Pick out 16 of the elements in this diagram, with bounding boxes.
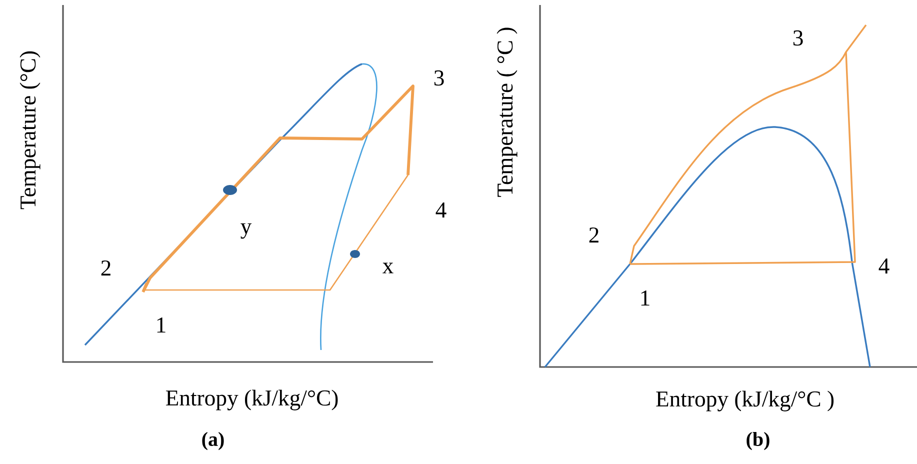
point-label: 3 (434, 70, 444, 86)
point-label: 2 (101, 260, 110, 276)
point-label: 2 (589, 228, 598, 242)
point-label: 1 (157, 318, 166, 332)
point-label: 4 (878, 258, 890, 274)
point-label: y (240, 223, 252, 239)
panel-label: (a) (202, 432, 224, 450)
point-label: x (382, 262, 394, 274)
point-label: 3 (793, 30, 803, 46)
axis-title: Temperature ( °C ) (496, 28, 518, 197)
axis-title: Temperature (°C) (20, 51, 40, 210)
axis-title: Entropy (kJ/kg/°C) (166, 390, 338, 410)
point-label: 4 (436, 202, 446, 218)
point-label: 1 (641, 290, 650, 306)
panel-label: (b) (746, 432, 770, 450)
axis-title: Entropy (kJ/kg/°C ) (656, 390, 834, 412)
